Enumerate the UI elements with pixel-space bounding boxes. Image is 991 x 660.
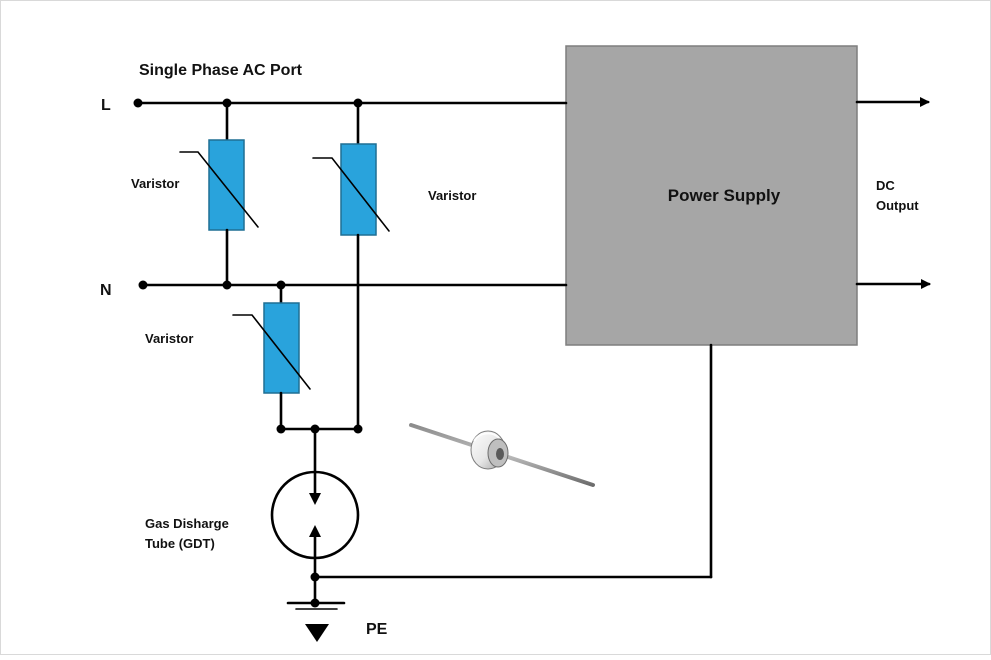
varistor-3 xyxy=(232,283,311,431)
line-terminal-dot xyxy=(133,98,143,108)
varistor-label-3: Varistor xyxy=(145,331,193,346)
dc-output-label-line-1: DC xyxy=(876,178,895,193)
earth-terminal-dot xyxy=(310,598,320,608)
junction-dot xyxy=(276,424,286,434)
line-terminal-label: L xyxy=(101,97,111,114)
junction-dot xyxy=(222,98,232,108)
dc-output-label-line-2: Output xyxy=(876,198,919,213)
ground-symbol-icon xyxy=(286,601,346,642)
gdt-label-line-2: Tube (GDT) xyxy=(145,536,215,551)
power-supply-label: Power Supply xyxy=(668,186,781,205)
gdt-symbol xyxy=(270,427,360,605)
junction-dot xyxy=(353,98,363,108)
gdt-label-line-1: Gas Disharge xyxy=(145,516,229,531)
junction-dot xyxy=(276,280,286,290)
varistor-2 xyxy=(312,101,390,431)
neutral-terminal-label: N xyxy=(100,282,112,299)
earth-terminal-label: PE xyxy=(366,621,388,638)
neutral-terminal-dot xyxy=(138,280,148,290)
junction-dot xyxy=(353,424,363,434)
junction-dot xyxy=(222,280,232,290)
junction-dot xyxy=(310,572,320,582)
power-supply-block xyxy=(565,45,858,346)
diagram-title: Single Phase AC Port xyxy=(139,62,303,79)
varistor-1 xyxy=(179,101,259,287)
varistor-label-2: Varistor xyxy=(428,188,476,203)
varistor-label-1: Varistor xyxy=(131,176,179,191)
gas-discharge-tube-component-icon xyxy=(409,423,595,487)
junction-dot xyxy=(310,424,320,434)
